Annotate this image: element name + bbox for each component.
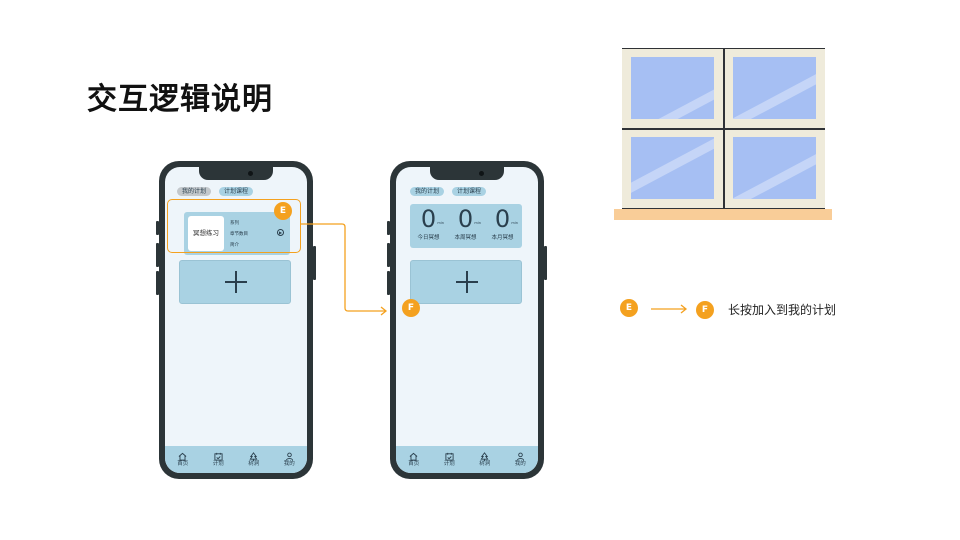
tree-icon [239, 451, 269, 461]
course-intro-label: 简介 [230, 243, 239, 248]
legend-f-badge: F [696, 301, 714, 319]
home-icon [399, 451, 429, 461]
course-chapters-label: 章节数目 [230, 232, 248, 237]
stat-today: 0 min 今日冥想 [417, 205, 444, 241]
tree-icon [470, 451, 500, 461]
user-icon [274, 451, 304, 461]
nav-item-plan[interactable]: 计划 [203, 451, 233, 468]
nav-item-plan[interactable]: 计划 [434, 451, 464, 468]
phone-screen: 我的计划 计划课程 冥想练习 系列 章节数目 简介 ▶ 首页 [165, 167, 307, 473]
page-title: 交互逻辑说明 [87, 82, 273, 117]
calendar-icon [434, 451, 464, 461]
legend-arrow-icon [651, 304, 688, 314]
window-illustration [622, 48, 825, 209]
phone-notch [430, 167, 504, 180]
course-thumbnail: 冥想练习 [188, 216, 224, 251]
add-plan-button[interactable] [179, 260, 291, 304]
plan-course-card[interactable]: 冥想练习 系列 章节数目 简介 ▶ [184, 212, 290, 255]
add-plan-button[interactable] [410, 260, 522, 304]
bottom-navbar: 首页 计划 树洞 我的 [396, 446, 538, 473]
stat-month: 0 min 本月冥想 [491, 205, 518, 241]
nav-item-mine[interactable]: 我的 [274, 451, 304, 468]
long-press-highlight [167, 199, 301, 253]
calendar-icon [203, 451, 233, 461]
user-icon [505, 451, 535, 461]
legend-description: 长按加入到我的计划 [728, 303, 837, 317]
home-icon [168, 451, 198, 461]
bottom-navbar: 首页 计划 树洞 我的 [165, 446, 307, 473]
tab-plan-courses[interactable]: 计划课程 [219, 187, 254, 196]
tab-my-plan[interactable]: 我的计划 [177, 187, 212, 196]
nav-item-tree-hole[interactable]: 树洞 [239, 451, 269, 468]
legend-e-badge: E [620, 299, 638, 317]
nav-item-home[interactable]: 首页 [399, 451, 429, 468]
play-circle-icon[interactable]: ▶ [277, 229, 284, 236]
phone-screen: 我的计划 计划课程 0 min 今日冥想 0 min 本周冥想 0 min 本月… [396, 167, 538, 473]
nav-item-mine[interactable]: 我的 [505, 451, 535, 468]
meditation-stats-card: 0 min 今日冥想 0 min 本周冥想 0 min 本月冥想 [410, 204, 522, 248]
phone-mockup-plan-stats: 我的计划 计划课程 0 min 今日冥想 0 min 本周冥想 0 min 本月… [387, 161, 547, 479]
marker-f-badge: F [402, 299, 420, 317]
marker-e-badge: E [274, 202, 292, 220]
window-sill [614, 209, 832, 220]
tab-my-plan[interactable]: 我的计划 [410, 187, 445, 196]
phone-notch [199, 167, 273, 180]
tab-plan-courses[interactable]: 计划课程 [452, 187, 487, 196]
course-series-label: 系列 [230, 221, 239, 226]
nav-item-home[interactable]: 首页 [168, 451, 198, 468]
stat-week: 0 min 本周冥想 [454, 205, 481, 241]
nav-item-tree-hole[interactable]: 树洞 [470, 451, 500, 468]
